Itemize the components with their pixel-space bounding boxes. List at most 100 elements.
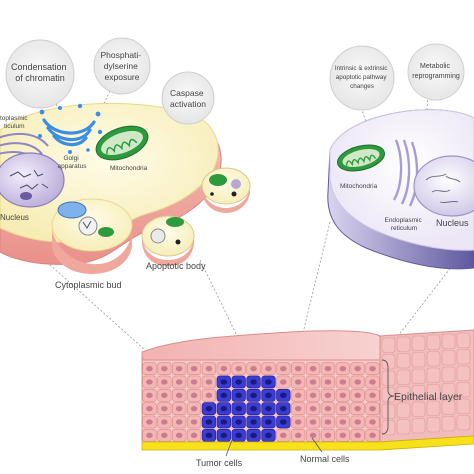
cell-nucleus [309,406,317,412]
mitochondria-icon [95,125,149,161]
cell-nucleus [146,432,153,439]
svg-text:Condensation of chromati: Condensation of chromatin [11,62,69,83]
er-label-right-line1: Endoplasmic [384,217,422,224]
cell-nucleus [205,366,213,372]
normal-cell-shape [381,337,396,353]
cell-nucleus [339,392,347,399]
cell-nucleus [175,366,183,372]
cell-nucleus [161,406,168,412]
cell-nucleus [161,432,168,439]
normal-cell-shape [456,332,471,348]
cell-nucleus [146,406,153,412]
normal-cell-shape [441,333,456,349]
bubble-ps-line3: exposure [105,72,140,82]
cell-nucleus [369,419,376,425]
cell-nucleus [294,366,302,372]
bubble-phosphatidylserine: Phosphati- dylserine exposure [93,37,151,95]
normal-cell-shape [456,398,471,414]
bubble-chromatin-line1: Condensation [11,62,67,72]
epithelial-tissue [141,329,474,451]
cell-nucleus [294,379,302,385]
normal-cell-shape [381,403,396,419]
tumor-pointer [225,439,233,457]
normal-cell-shape [426,400,441,416]
cell-nucleus [309,432,317,439]
cell-nucleus [309,366,317,372]
cell-nucleus [235,406,242,412]
cell-nucleus [294,406,302,412]
cell-nucleus [190,392,198,399]
svg-text:Phosphati- dylserine: Phosphati- dylserine exposure [100,50,143,82]
apoptotic-body [141,215,195,266]
mitochondria-label-left: Mitochondria [110,165,148,172]
cell-nucleus [280,419,287,425]
normal-cell-shape [396,419,411,435]
cell-nucleus [175,432,183,439]
normal-cell-shape [411,352,426,368]
cell-nucleus [175,419,183,425]
normal-cell-shape [441,366,456,382]
cell-nucleus [309,392,317,399]
cell-nucleus [146,392,153,399]
cell-nucleus [265,379,272,385]
cell-nucleus [250,392,257,399]
er-label-left-line2: ticulum [4,123,25,130]
normal-cell-shape [441,350,456,366]
normal-cell-shape [396,369,411,385]
cell-nucleus [339,379,347,385]
cell-nucleus [220,406,228,412]
cell-nucleus [369,432,376,439]
svg-text:Intrinsic & extrinsic ap: Intrinsic & extrinsic apoptotic pathway … [335,65,389,90]
cell-nucleus [324,406,332,412]
cell-nucleus [324,379,332,385]
cell-nucleus [339,432,347,439]
cell-nucleus [235,366,242,372]
nucleus-label-right: Nucleus [436,218,469,228]
normal-cell-shape [426,367,441,383]
normal-cell-shape [426,351,441,367]
cell-nucleus [161,419,168,425]
cell-nucleus [369,392,376,399]
bubble-chromatin: Condensation of chromatin [5,39,75,109]
cell-nucleus [205,419,213,425]
tumor-cell [327,109,474,270]
cell-nucleus [250,379,257,385]
normal-cell-shape [456,365,471,381]
cell-nucleus [190,432,198,439]
bubble-caspase: Caspase activation [161,71,215,125]
cell-nucleus [146,419,153,425]
er-label-left-line1: toplasmic [0,115,28,122]
cell-nucleus [161,392,168,399]
cell-nucleus [190,366,198,372]
cell-nucleus [294,432,302,439]
cell-nucleus [265,392,272,399]
cell-nucleus [280,379,287,385]
cytoplasmic-bud-label: Cytoplasmic bud [55,280,122,290]
cell-nucleus [220,419,228,425]
nucleus-right [413,155,474,217]
cell-nucleus [339,419,347,425]
cell-nucleus [354,419,361,425]
normal-cell-shape [411,418,426,434]
er-label-right-line2: reticulum [391,225,417,232]
mitochondria-icon-right [337,144,385,172]
cell-nucleus [369,379,376,385]
normal-cell-shape [396,353,411,369]
cell-nucleus [220,366,228,372]
cell-nucleus [324,366,332,372]
apoptotic-body-label: Apoptotic body [146,261,206,271]
cell-nucleus [309,419,317,425]
epithelial-layer-label: Epithelial layer [394,391,463,403]
cell-nucleus [265,419,272,425]
cell-nucleus [324,392,332,399]
cell-nucleus [265,432,272,439]
golgi-label-line1: Golgi [64,155,79,162]
cell-nucleus [235,419,242,425]
cell-nucleus [250,366,257,372]
cell-nucleus [146,379,153,385]
normal-cell-shape [381,354,396,370]
cell-nucleus [205,379,213,385]
apoptotic-cell [0,102,222,274]
cell-nucleus [175,392,183,399]
cell-nucleus [250,432,257,439]
